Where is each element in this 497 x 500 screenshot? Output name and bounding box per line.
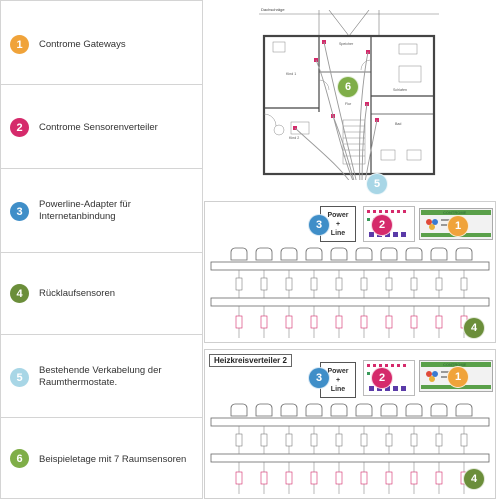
badge-4-dist1-icon: 4 xyxy=(463,317,485,339)
badge-4-icon: 4 xyxy=(10,284,29,303)
legend-row-gateways: 1 Controme Gateways xyxy=(1,1,202,85)
powerline-line-2: Line xyxy=(330,385,346,393)
diagram-area: Dachschräge xyxy=(203,0,497,500)
powerline-line-1: Line xyxy=(330,229,346,237)
badge-2-icon: 2 xyxy=(10,118,29,137)
legend-label-verkabelung: Bestehende Verkabelung der Raumthermosta… xyxy=(39,365,162,388)
room-label-bad: Bad xyxy=(395,122,402,126)
legend-label-gateways: Controme Gateways xyxy=(39,39,126,50)
legend-label-powerline: Powerline-Adapter für Internetanbindung xyxy=(39,199,131,222)
legend-label-ruecklauf: Rücklaufsensoren xyxy=(39,288,116,299)
controme-label-1: CONTROME xyxy=(443,210,467,215)
legend-label-beispieletage: Beispieletage mit 7 Raumsensoren xyxy=(39,454,187,465)
distributor-2-title: Heizkreisverteiler 2 xyxy=(209,354,292,367)
legend-row-verkabelung: 5 Bestehende Verkabelung der Raumthermos… xyxy=(1,335,202,418)
badge-3-dist2-icon: 3 xyxy=(308,367,330,389)
room-label-schlafen: Schlafen xyxy=(393,88,407,92)
room-label-flur: Flur xyxy=(345,102,352,106)
badge-2-dist2-icon: 2 xyxy=(371,367,393,389)
legend-label-sensorverteiler: Controme Sensorenverteiler xyxy=(39,122,158,133)
badge-5-icon: 5 xyxy=(10,368,29,387)
badge-5-diagram-icon: 5 xyxy=(366,173,388,195)
legend-row-beispieletage: 6 Beispieletage mit 7 Raumsensoren xyxy=(1,418,202,500)
powerline-label-2: Power xyxy=(327,367,349,375)
badge-1-icon: 1 xyxy=(10,35,29,54)
legend-row-powerline: 3 Powerline-Adapter für Internetanbindun… xyxy=(1,169,202,253)
badge-3-icon: 3 xyxy=(10,202,29,221)
roof-label: Dachschräge xyxy=(261,7,285,12)
powerline-plus-2: + xyxy=(335,376,341,384)
badge-3-dist1-icon: 3 xyxy=(308,214,330,236)
powerline-label-1: Power xyxy=(327,211,349,219)
controme-label-2: CONTROME xyxy=(443,362,467,367)
legend-row-ruecklauf: 4 Rücklaufsensoren xyxy=(1,253,202,335)
badge-4-dist2-icon: 4 xyxy=(463,468,485,490)
powerline-plus-1: + xyxy=(335,220,341,228)
distributor-1-frame: Power+Line 3 2 CONTROME 1 xyxy=(204,201,496,343)
badge-6-diagram-icon: 6 xyxy=(337,76,359,98)
manifold-drawing-2 xyxy=(210,403,490,494)
room-label-kind2: Kind 2 xyxy=(289,136,300,140)
badge-6-icon: 6 xyxy=(10,449,29,468)
room-label-speicher: Speicher xyxy=(339,42,354,46)
badge-1-dist2-icon: 1 xyxy=(447,366,469,388)
legend-panel: 1 Controme Gateways 2 Controme Sensorenv… xyxy=(0,0,203,499)
badge-1-dist1-icon: 1 xyxy=(447,215,469,237)
floorplan-drawing xyxy=(259,10,439,180)
badge-2-dist1-icon: 2 xyxy=(371,214,393,236)
legend-row-sensorverteiler: 2 Controme Sensorenverteiler xyxy=(1,85,202,169)
distributor-2-frame: Heizkreisverteiler 2 Power+Line 3 2 CONT… xyxy=(204,349,496,499)
manifold-drawing-1 xyxy=(210,247,490,338)
room-label-kind1: Kind 1 xyxy=(286,72,297,76)
